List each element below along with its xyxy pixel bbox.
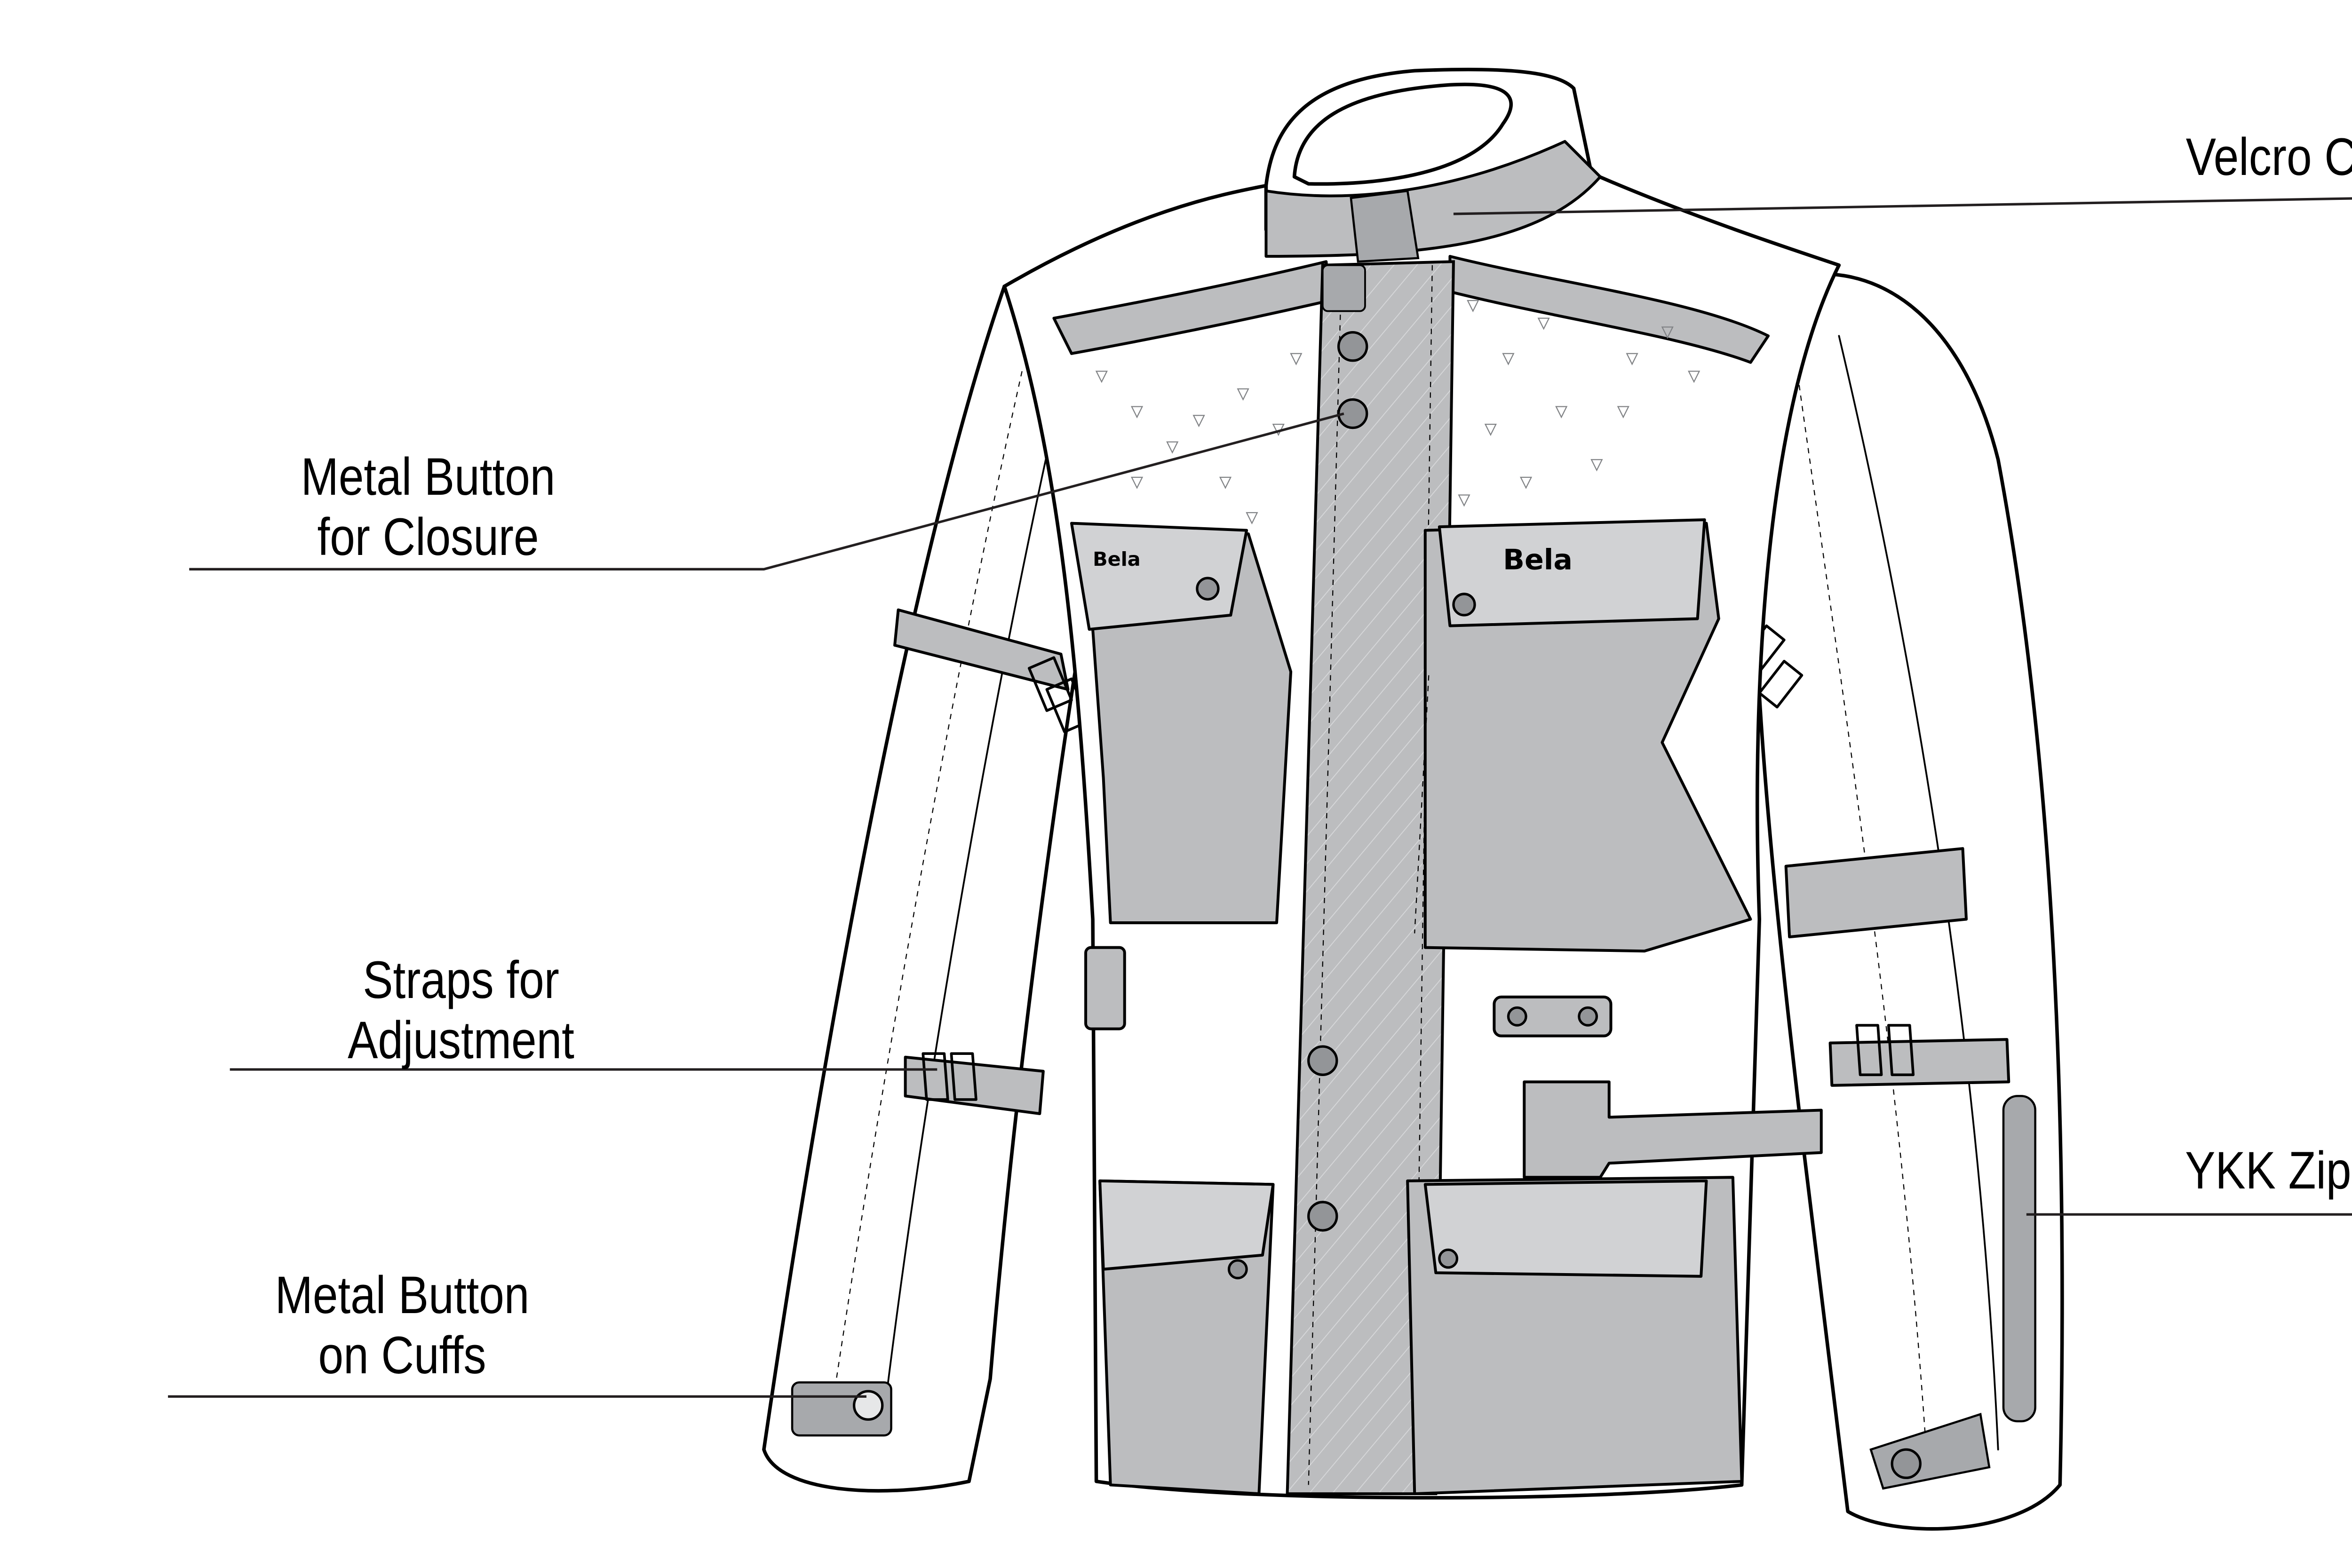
chest-pocket-right — [1423, 522, 1752, 953]
lower-pocket-flap-right — [1423, 1179, 1708, 1278]
chest-flap-button-right — [1452, 593, 1476, 617]
leader-velcro-closure — [1453, 197, 2352, 215]
label-line: Metal Button — [301, 447, 556, 506]
logo-left: Bela — [1093, 548, 1141, 570]
lower-pocket-flap-left — [1098, 1179, 1275, 1271]
cuff-button-right — [1891, 1448, 1922, 1479]
waist-tab — [1493, 995, 1613, 1037]
front-button-3 — [1307, 1045, 1338, 1076]
cuff-zipper-right — [2002, 1095, 2036, 1423]
brand-emblem — [1321, 264, 1366, 312]
label-line: Adjustment — [348, 1011, 574, 1069]
mesh-pattern — [1095, 300, 1700, 525]
label-line: YKK Zippers for Cuffs — [2185, 1141, 2352, 1200]
label-straps-adjustment: Straps for Adjustment — [267, 950, 655, 1070]
label-ykk-zippers-cuffs: YKK Zippers for Cuffs — [2137, 1140, 2352, 1201]
label-line: Metal Button — [275, 1266, 530, 1324]
label-line: for Closure — [317, 507, 539, 566]
leader-lines — [168, 197, 2352, 1398]
buckle-left-lower — [922, 1052, 977, 1101]
front-button-4 — [1307, 1201, 1338, 1232]
velcro-strip — [1350, 190, 1420, 263]
waist-strap — [1523, 1080, 1823, 1179]
buckle-right-lower — [1855, 1024, 1915, 1077]
cuff-button-left — [852, 1390, 884, 1421]
label-line: Velcro Closure — [2185, 127, 2352, 186]
front-button-2 — [1337, 398, 1368, 429]
collar — [1264, 67, 1602, 312]
right-sleeve — [1740, 272, 2064, 1531]
label-line: on Cuffs — [318, 1326, 486, 1385]
label-metal-button-closure: Metal Button for Closure — [234, 447, 622, 567]
label-line: Straps for — [363, 950, 559, 1009]
front-button-1 — [1337, 331, 1368, 362]
chest-pocket-flap-right — [1438, 518, 1706, 627]
logo-right: Bela — [1503, 543, 1573, 576]
side-tab-left — [1084, 946, 1126, 1030]
label-velcro-closure: Velcro Closure — [2139, 127, 2352, 187]
left-sleeve — [762, 285, 1109, 1493]
chest-pocket-flap-left — [1070, 522, 1248, 631]
jacket-body — [1002, 171, 1841, 1500]
leader-metal-button-closure — [189, 412, 1344, 570]
label-metal-button-cuffs: Metal Button on Cuffs — [208, 1265, 596, 1386]
chest-pocket-left — [1084, 529, 1293, 925]
chest-flap-button-left — [1196, 577, 1220, 601]
